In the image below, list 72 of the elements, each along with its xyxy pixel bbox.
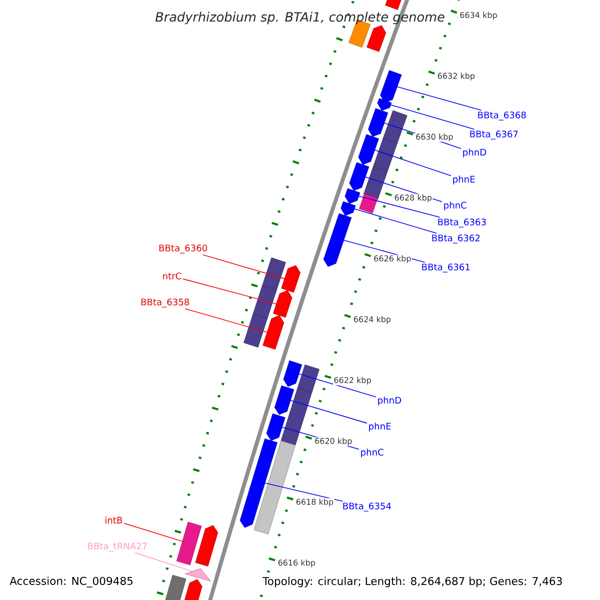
scale-label: 6630 kbp	[415, 133, 454, 142]
gene-block	[262, 257, 286, 291]
gene-block	[366, 25, 386, 52]
gene-block	[280, 388, 312, 446]
gene-block	[281, 265, 300, 293]
gene-label: BBta_6358	[141, 298, 190, 308]
gene-block	[344, 188, 360, 204]
scale-label: 6620 kbp	[314, 437, 353, 446]
gene-label: BBta_tRNA27	[88, 542, 147, 552]
gene-label: BBta_6361	[422, 264, 470, 272]
gene-label: BBta_6367	[470, 130, 518, 140]
leader-line	[390, 104, 475, 130]
gene-label: phnC	[444, 202, 466, 210]
scale-label: 6632 kbp	[436, 72, 476, 81]
leader-line	[182, 278, 277, 304]
gene-block	[176, 522, 202, 566]
leader-line	[124, 522, 183, 542]
gene-block	[283, 360, 302, 387]
summary-text: Topology: circular; Length: 8,264,687 bp; Genes: 7,463	[261, 575, 564, 589]
gene-block	[363, 166, 388, 200]
leader-line	[264, 482, 343, 502]
gene-block	[373, 138, 398, 172]
scale-label: 6634 kbp	[459, 11, 498, 20]
gene-label: BBta_6360	[159, 244, 208, 254]
gene-label: intB	[105, 516, 122, 524]
gene-block	[182, 579, 202, 600]
title: Bradyrhizobium sp. BTAi1, complete genome	[155, 12, 444, 24]
gene-label: BBta_6368	[478, 112, 526, 120]
gene-block	[266, 413, 286, 441]
scale-label: 6628 kbp	[394, 194, 433, 203]
gene-block	[382, 110, 408, 144]
gene-label: phnC	[361, 448, 384, 458]
accession-text: Accession: NC_009485	[8, 575, 135, 589]
leader-line	[374, 150, 452, 176]
gene-block	[252, 285, 277, 319]
gene-block	[162, 574, 186, 600]
scale-label: 6626 kbp	[373, 254, 412, 264]
gene-block	[385, 0, 403, 10]
gene-label: BBta_6354	[343, 502, 391, 512]
gene-block	[323, 213, 352, 267]
gene-label: phnD	[378, 396, 402, 406]
gene-block	[297, 364, 320, 392]
leader-line	[358, 196, 440, 218]
leader-line	[184, 308, 268, 333]
scale-label: 6616 kbp	[277, 558, 316, 568]
leader-line	[202, 254, 285, 280]
gene-label: phnD	[463, 148, 486, 158]
gene-block	[358, 134, 379, 165]
gene-label: phnE	[453, 176, 475, 184]
gene-block	[254, 440, 296, 534]
gene-marker	[184, 568, 211, 582]
scale-label: 6618 kbp	[295, 498, 334, 507]
gene-block	[377, 98, 392, 111]
leader-line	[354, 208, 437, 234]
leader-line	[134, 552, 193, 572]
gene-block	[274, 385, 294, 415]
gene-label: BBta_6363	[438, 218, 486, 228]
gene-block	[262, 315, 284, 350]
gene-block	[273, 290, 292, 318]
scale-label: 6624 kbp	[352, 316, 392, 324]
gene-block	[195, 525, 218, 566]
gene-label: ntrC	[163, 272, 182, 280]
scale-label: 6622 kbp	[333, 376, 372, 386]
gene-block	[340, 201, 356, 216]
gene-block	[244, 314, 268, 348]
gene-label: BBta_6362	[432, 234, 480, 244]
gene-block	[240, 438, 278, 528]
gene-block	[359, 194, 378, 214]
leader-line	[396, 86, 482, 111]
leader-line	[298, 373, 376, 398]
gene-label: phnE	[369, 422, 391, 432]
leader-line	[290, 400, 368, 424]
